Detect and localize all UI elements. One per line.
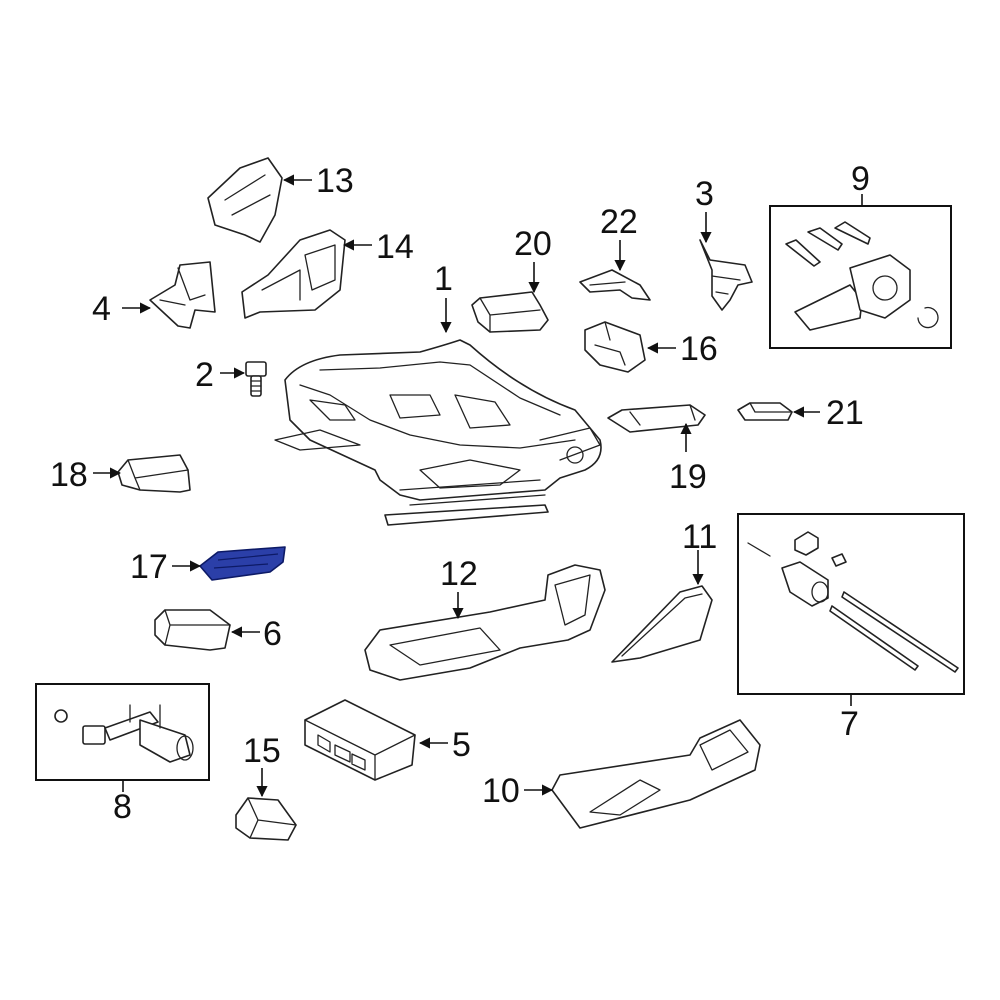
trim-18-part[interactable] bbox=[117, 454, 191, 493]
callout-11: 11 bbox=[682, 518, 717, 556]
callout-3: 3 bbox=[695, 175, 714, 213]
cover-19-part[interactable] bbox=[607, 404, 706, 433]
callout-13: 13 bbox=[316, 162, 354, 200]
callout-22: 22 bbox=[600, 203, 638, 241]
callout-8: 8 bbox=[113, 788, 132, 826]
callout-19: 19 bbox=[669, 458, 707, 496]
callout-9: 9 bbox=[851, 160, 870, 198]
trim-22-part[interactable] bbox=[579, 269, 651, 301]
callout-7: 7 bbox=[840, 705, 859, 743]
knob-part[interactable] bbox=[235, 797, 297, 841]
callout-2: 2 bbox=[195, 356, 214, 394]
clip-21-part[interactable] bbox=[737, 402, 793, 421]
side-shield-part[interactable] bbox=[551, 719, 761, 829]
callout-10: 10 bbox=[482, 772, 520, 810]
motor-kit-part[interactable] bbox=[747, 531, 959, 673]
motor-9-box bbox=[769, 205, 952, 349]
motor-kit-box bbox=[737, 513, 965, 695]
callout-12: 12 bbox=[440, 555, 478, 593]
bracket-4-part[interactable] bbox=[149, 261, 216, 329]
side-frame-part[interactable] bbox=[364, 564, 606, 681]
callout-4: 4 bbox=[92, 290, 111, 328]
control-module-part[interactable] bbox=[304, 699, 416, 781]
bolt-part[interactable] bbox=[245, 361, 267, 397]
seat-frame-part[interactable] bbox=[274, 339, 602, 526]
callout-21: 21 bbox=[826, 394, 864, 432]
callout-17: 17 bbox=[130, 548, 168, 586]
callout-18: 18 bbox=[50, 456, 88, 494]
callout-15: 15 bbox=[243, 732, 281, 770]
switch-17-part-highlighted[interactable] bbox=[199, 546, 286, 581]
cover-14-part[interactable] bbox=[241, 229, 346, 319]
callout-6: 6 bbox=[263, 615, 282, 653]
motor-8-part[interactable] bbox=[54, 704, 194, 763]
switch-16-part[interactable] bbox=[584, 321, 646, 373]
trim-cover-part[interactable] bbox=[611, 585, 713, 663]
callout-20: 20 bbox=[514, 225, 552, 263]
motor-9-part[interactable] bbox=[785, 221, 939, 331]
cover-13-part[interactable] bbox=[207, 157, 283, 243]
callout-14: 14 bbox=[376, 228, 414, 266]
switch-housing-part[interactable] bbox=[154, 609, 231, 651]
cover-20-part[interactable] bbox=[471, 291, 549, 333]
bracket-part[interactable] bbox=[699, 239, 753, 311]
callout-1: 1 bbox=[434, 260, 453, 298]
switch-17-fill bbox=[199, 546, 286, 581]
callout-5: 5 bbox=[452, 726, 471, 764]
callout-16: 16 bbox=[680, 330, 718, 368]
